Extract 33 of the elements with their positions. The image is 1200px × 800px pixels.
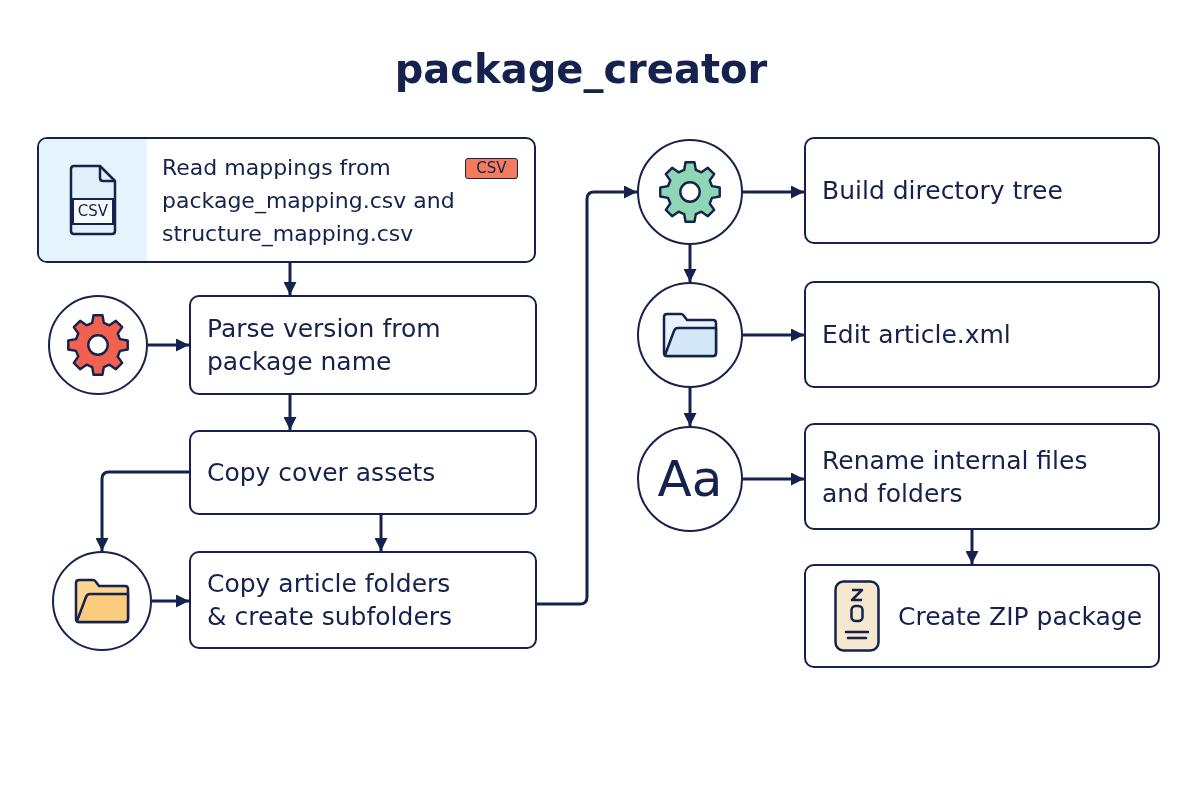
step-label: Edit article.xml bbox=[822, 319, 1011, 351]
font-sample-text: Aa bbox=[657, 454, 723, 504]
arrow bbox=[683, 245, 697, 282]
arrow bbox=[965, 530, 979, 564]
arrow bbox=[743, 472, 804, 486]
process-box bbox=[804, 423, 1160, 530]
arrow bbox=[152, 594, 189, 608]
arrow bbox=[95, 470, 189, 551]
process-box bbox=[189, 430, 537, 515]
arrow bbox=[537, 185, 637, 606]
process-box bbox=[37, 137, 536, 263]
arrow bbox=[743, 328, 804, 342]
step-label: Parse version from package name bbox=[207, 313, 442, 378]
arrow bbox=[283, 263, 297, 295]
step-label: Copy cover assets bbox=[207, 457, 436, 489]
process-box bbox=[189, 551, 537, 649]
process-box bbox=[189, 295, 537, 395]
process-box bbox=[804, 281, 1160, 388]
arrow bbox=[148, 338, 189, 352]
process-box bbox=[804, 137, 1160, 244]
step-label: Rename internal files and folders bbox=[822, 444, 1089, 510]
arrow bbox=[743, 185, 804, 199]
arrow bbox=[683, 388, 697, 426]
step-label: Read mappings from package_mapping.csv and structure_mapping.csv bbox=[162, 153, 456, 249]
process-box bbox=[804, 564, 1160, 668]
file-type-label: CSV bbox=[77, 204, 109, 219]
diagram-title: package_creator bbox=[394, 45, 768, 93]
arrow bbox=[374, 515, 388, 551]
step-label: Build directory tree bbox=[822, 175, 1063, 207]
arrow bbox=[283, 395, 297, 430]
step-label: Copy article folders & create subfolders bbox=[207, 568, 454, 633]
file-type-badge: CSV bbox=[465, 158, 518, 179]
step-label: Create ZIP package bbox=[898, 600, 1143, 633]
